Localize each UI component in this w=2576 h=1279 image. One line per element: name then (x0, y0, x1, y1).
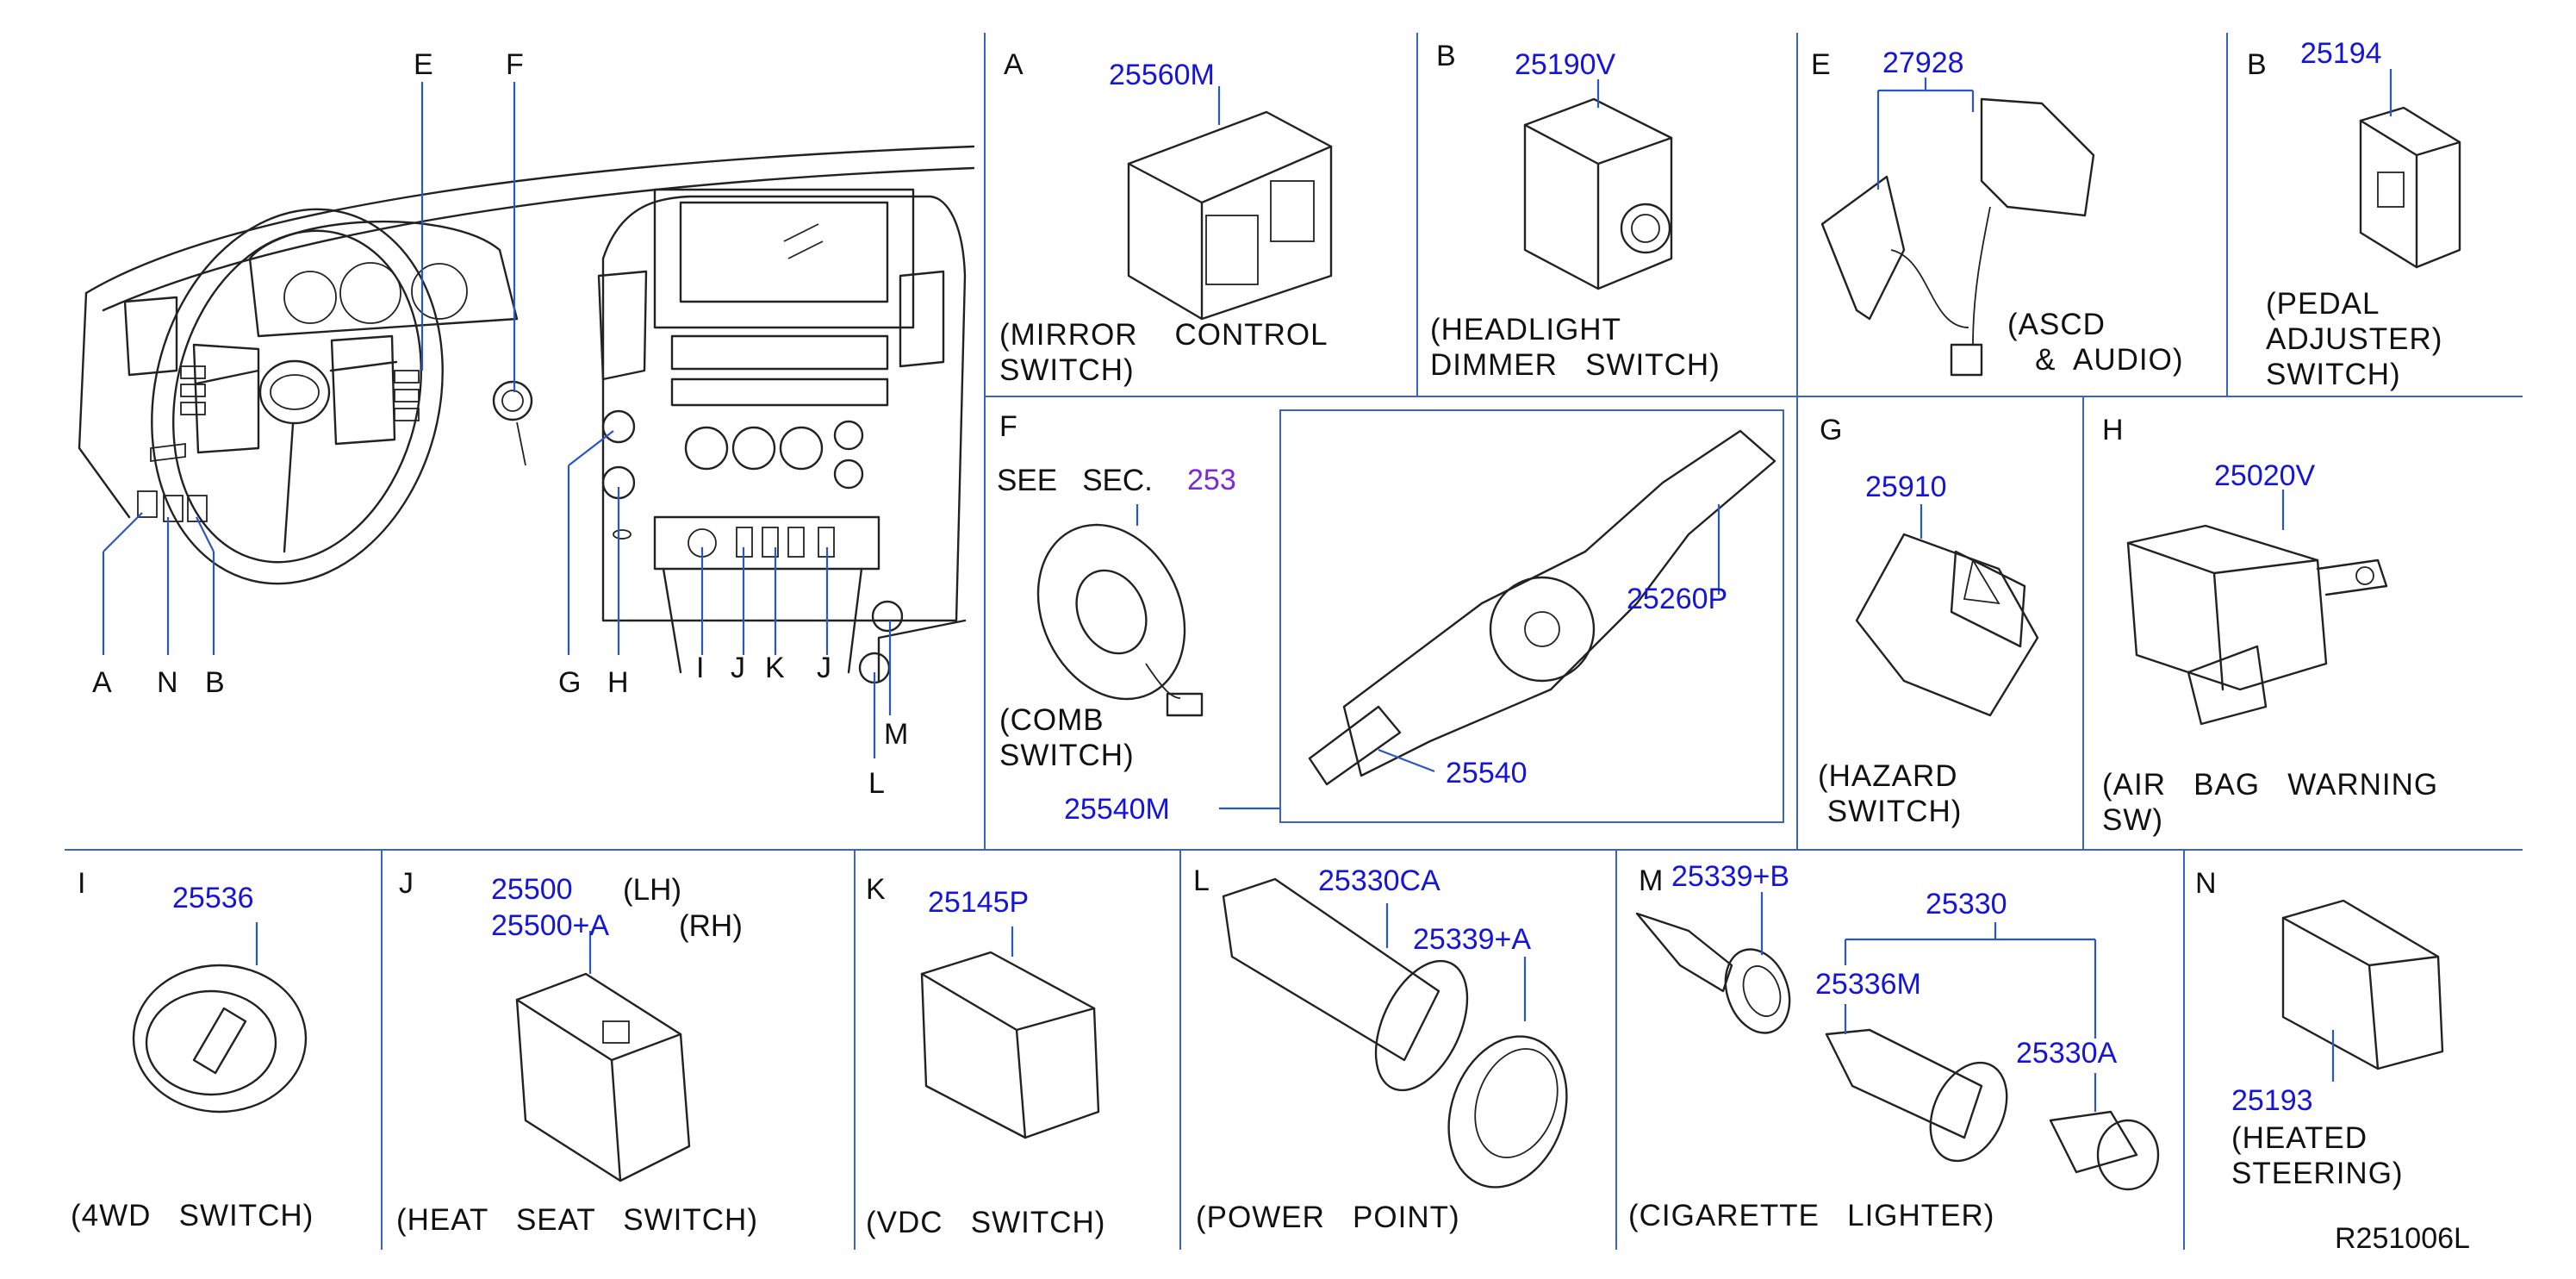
cigarette-lighter-drawing (1635, 892, 2160, 1191)
headlight-switch-drawing (1523, 79, 1673, 290)
panel-power-part-25339A: 25339+A (1413, 923, 1532, 956)
panel-comb-see-section: SEE SEC. (997, 464, 1153, 497)
panel-comb-section-number: 253 (1187, 464, 1236, 496)
panel-vdc-letter: K (866, 873, 886, 906)
overview-letter-A: A (92, 666, 112, 699)
panel-heatseat-part-rh: 25500+A (491, 909, 610, 942)
panel-heatseat-side-rh: (RH) (679, 909, 743, 943)
pedal-switch-drawing (2359, 69, 2461, 269)
power-point-drawing (1222, 877, 1568, 1189)
dashboard-overview-drawing (78, 145, 975, 684)
overview-letter-H: H (607, 666, 629, 699)
panel-steering-part-number: 25193 (2231, 1084, 2313, 1117)
panel-airbag-part-number: 25020V (2214, 459, 2316, 492)
overview-letter-I: I (696, 652, 705, 684)
panel-cigar-part-25339B: 25339+B (1671, 860, 1790, 893)
overview-letter-B: B (205, 666, 225, 699)
panel-heatseat-part-lh: 25500 (491, 873, 573, 906)
panel-power-part-25330CA: 25330CA (1318, 864, 1440, 897)
panel-vdc-part-number: 25145P (928, 886, 1030, 919)
panel-heatseat-description: (HEAT SEAT SWITCH) (396, 1203, 758, 1237)
panel-hazard-part-number: 25910 (1865, 471, 1947, 503)
panel-steering-letter: N (2195, 867, 2217, 900)
overview-letter-F: F (506, 48, 524, 81)
hazard-switch-drawing (1855, 504, 2039, 717)
ascd-switch-drawing (1820, 78, 2095, 377)
overview-letter-M: M (884, 718, 909, 751)
4wd-switch-drawing (132, 922, 308, 1114)
panel-4wd-part-number: 25536 (172, 882, 254, 914)
panel-pedal-part-number: 25194 (2300, 37, 2382, 70)
overview-letter-L: L (868, 767, 885, 800)
panel-comb-part-25540: 25540 (1446, 757, 1528, 789)
panel-hazard-description: (HAZARD SWITCH) (1818, 759, 1963, 828)
panel-pedal-letter: B (2247, 48, 2267, 81)
heat-seat-switch-drawing (515, 931, 691, 1182)
panel-hazard-letter: G (1820, 414, 1843, 446)
panel-cigar-part-25336M: 25336M (1815, 968, 1921, 1001)
panel-vdc-description: (VDC SWITCH) (866, 1206, 1106, 1239)
panel-heatseat-side-lh: (LH) (623, 873, 682, 907)
panel-mirror-part-number: 25560M (1109, 59, 1215, 91)
overview-letter-E: E (414, 48, 433, 81)
panel-headlight-part-number: 25190V (1515, 48, 1616, 81)
panel-4wd-description: (4WD SWITCH) (71, 1199, 314, 1232)
overview-letter-J2: J (817, 652, 831, 684)
comb-switch-drawing (1036, 429, 1776, 810)
panel-ascd-description: (ASCD & AUDIO) (2007, 308, 2184, 377)
panel-mirror-description: (MIRROR CONTROL SWITCH) (999, 318, 1328, 387)
panel-cigar-part-25330A: 25330A (2016, 1037, 2118, 1070)
panel-headlight-letter: B (1436, 40, 1456, 72)
overview-letter-N: N (157, 666, 178, 699)
panel-comb-description: (COMB SWITCH) (999, 703, 1135, 772)
panel-airbag-letter: H (2102, 414, 2124, 446)
airbag-warning-drawing (2126, 490, 2388, 726)
panel-mirror-letter: A (1004, 48, 1024, 81)
panel-power-letter: L (1193, 864, 1210, 897)
panel-steering-description: (HEATED STEERING) (2231, 1121, 2404, 1190)
heated-steering-switch-drawing (2281, 899, 2444, 1082)
panel-cigar-letter: M (1639, 864, 1664, 897)
panel-cigar-description: (CIGARETTE LIGHTER) (1628, 1199, 1995, 1232)
panel-ascd-part-number: 27928 (1882, 47, 1964, 79)
panel-comb-letter: F (999, 410, 1017, 443)
overview-letter-K: K (765, 652, 785, 684)
panel-cigar-part-25330: 25330 (1926, 888, 2007, 920)
figure-code: R251006L (2335, 1222, 2470, 1255)
overview-leader-lines (102, 82, 892, 758)
panel-heatseat-letter: J (399, 867, 414, 900)
panel-power-description: (POWER POINT) (1196, 1201, 1460, 1234)
overview-letter-J: J (731, 652, 745, 684)
vdc-switch-drawing (920, 926, 1100, 1139)
panel-airbag-description: (AIR BAG WARNING SW) (2102, 768, 2439, 837)
panel-comb-part-25540M: 25540M (1064, 793, 1170, 826)
panel-grid (65, 33, 2523, 1250)
panel-ascd-letter: E (1811, 48, 1831, 81)
panel-pedal-description: (PEDAL ADJUSTER) SWITCH) (2266, 287, 2443, 391)
panel-headlight-description: (HEADLIGHT DIMMER SWITCH) (1430, 313, 1720, 382)
panel-4wd-letter: I (78, 867, 86, 900)
mirror-switch-drawing (1127, 86, 1333, 321)
panel-comb-part-25260P: 25260P (1627, 583, 1728, 615)
overview-letter-G: G (558, 666, 582, 699)
